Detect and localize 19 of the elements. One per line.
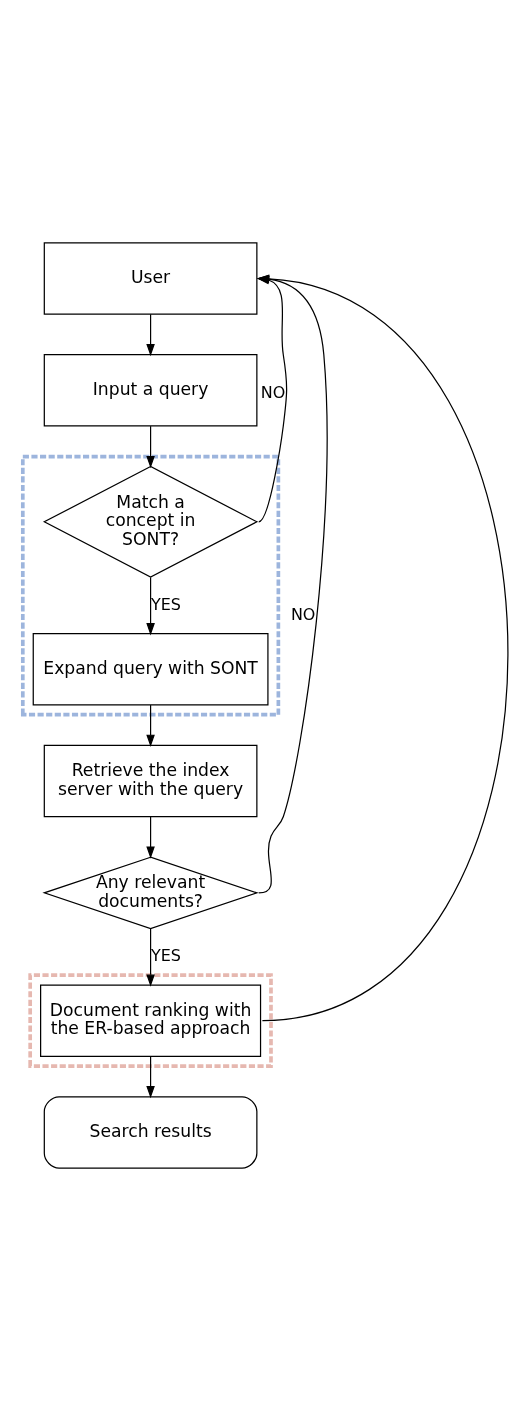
node-box: Expand query with SONT (32, 632, 269, 705)
edge-label: YES (150, 594, 181, 614)
arrow (146, 927, 155, 987)
arrow (146, 313, 155, 356)
node-diamond: Match a concept in SONT? (42, 465, 259, 578)
node-box: User (43, 241, 258, 315)
node-box: Document ranking with the ER-based approach (40, 983, 262, 1057)
node-box: Retrieve the index server with the query (43, 744, 258, 817)
node-box: Search results (43, 1095, 258, 1169)
edge-label: YES (150, 945, 181, 965)
edge-label: NO (290, 604, 316, 624)
arrow (146, 576, 155, 635)
arrow (146, 703, 155, 747)
arrow (146, 1055, 155, 1098)
node-diamond: Any relevant documents? (42, 856, 259, 929)
arrow (146, 815, 155, 859)
arrow (146, 425, 155, 468)
edge-label: NO (260, 382, 286, 402)
node-box: Input a query (43, 353, 258, 427)
